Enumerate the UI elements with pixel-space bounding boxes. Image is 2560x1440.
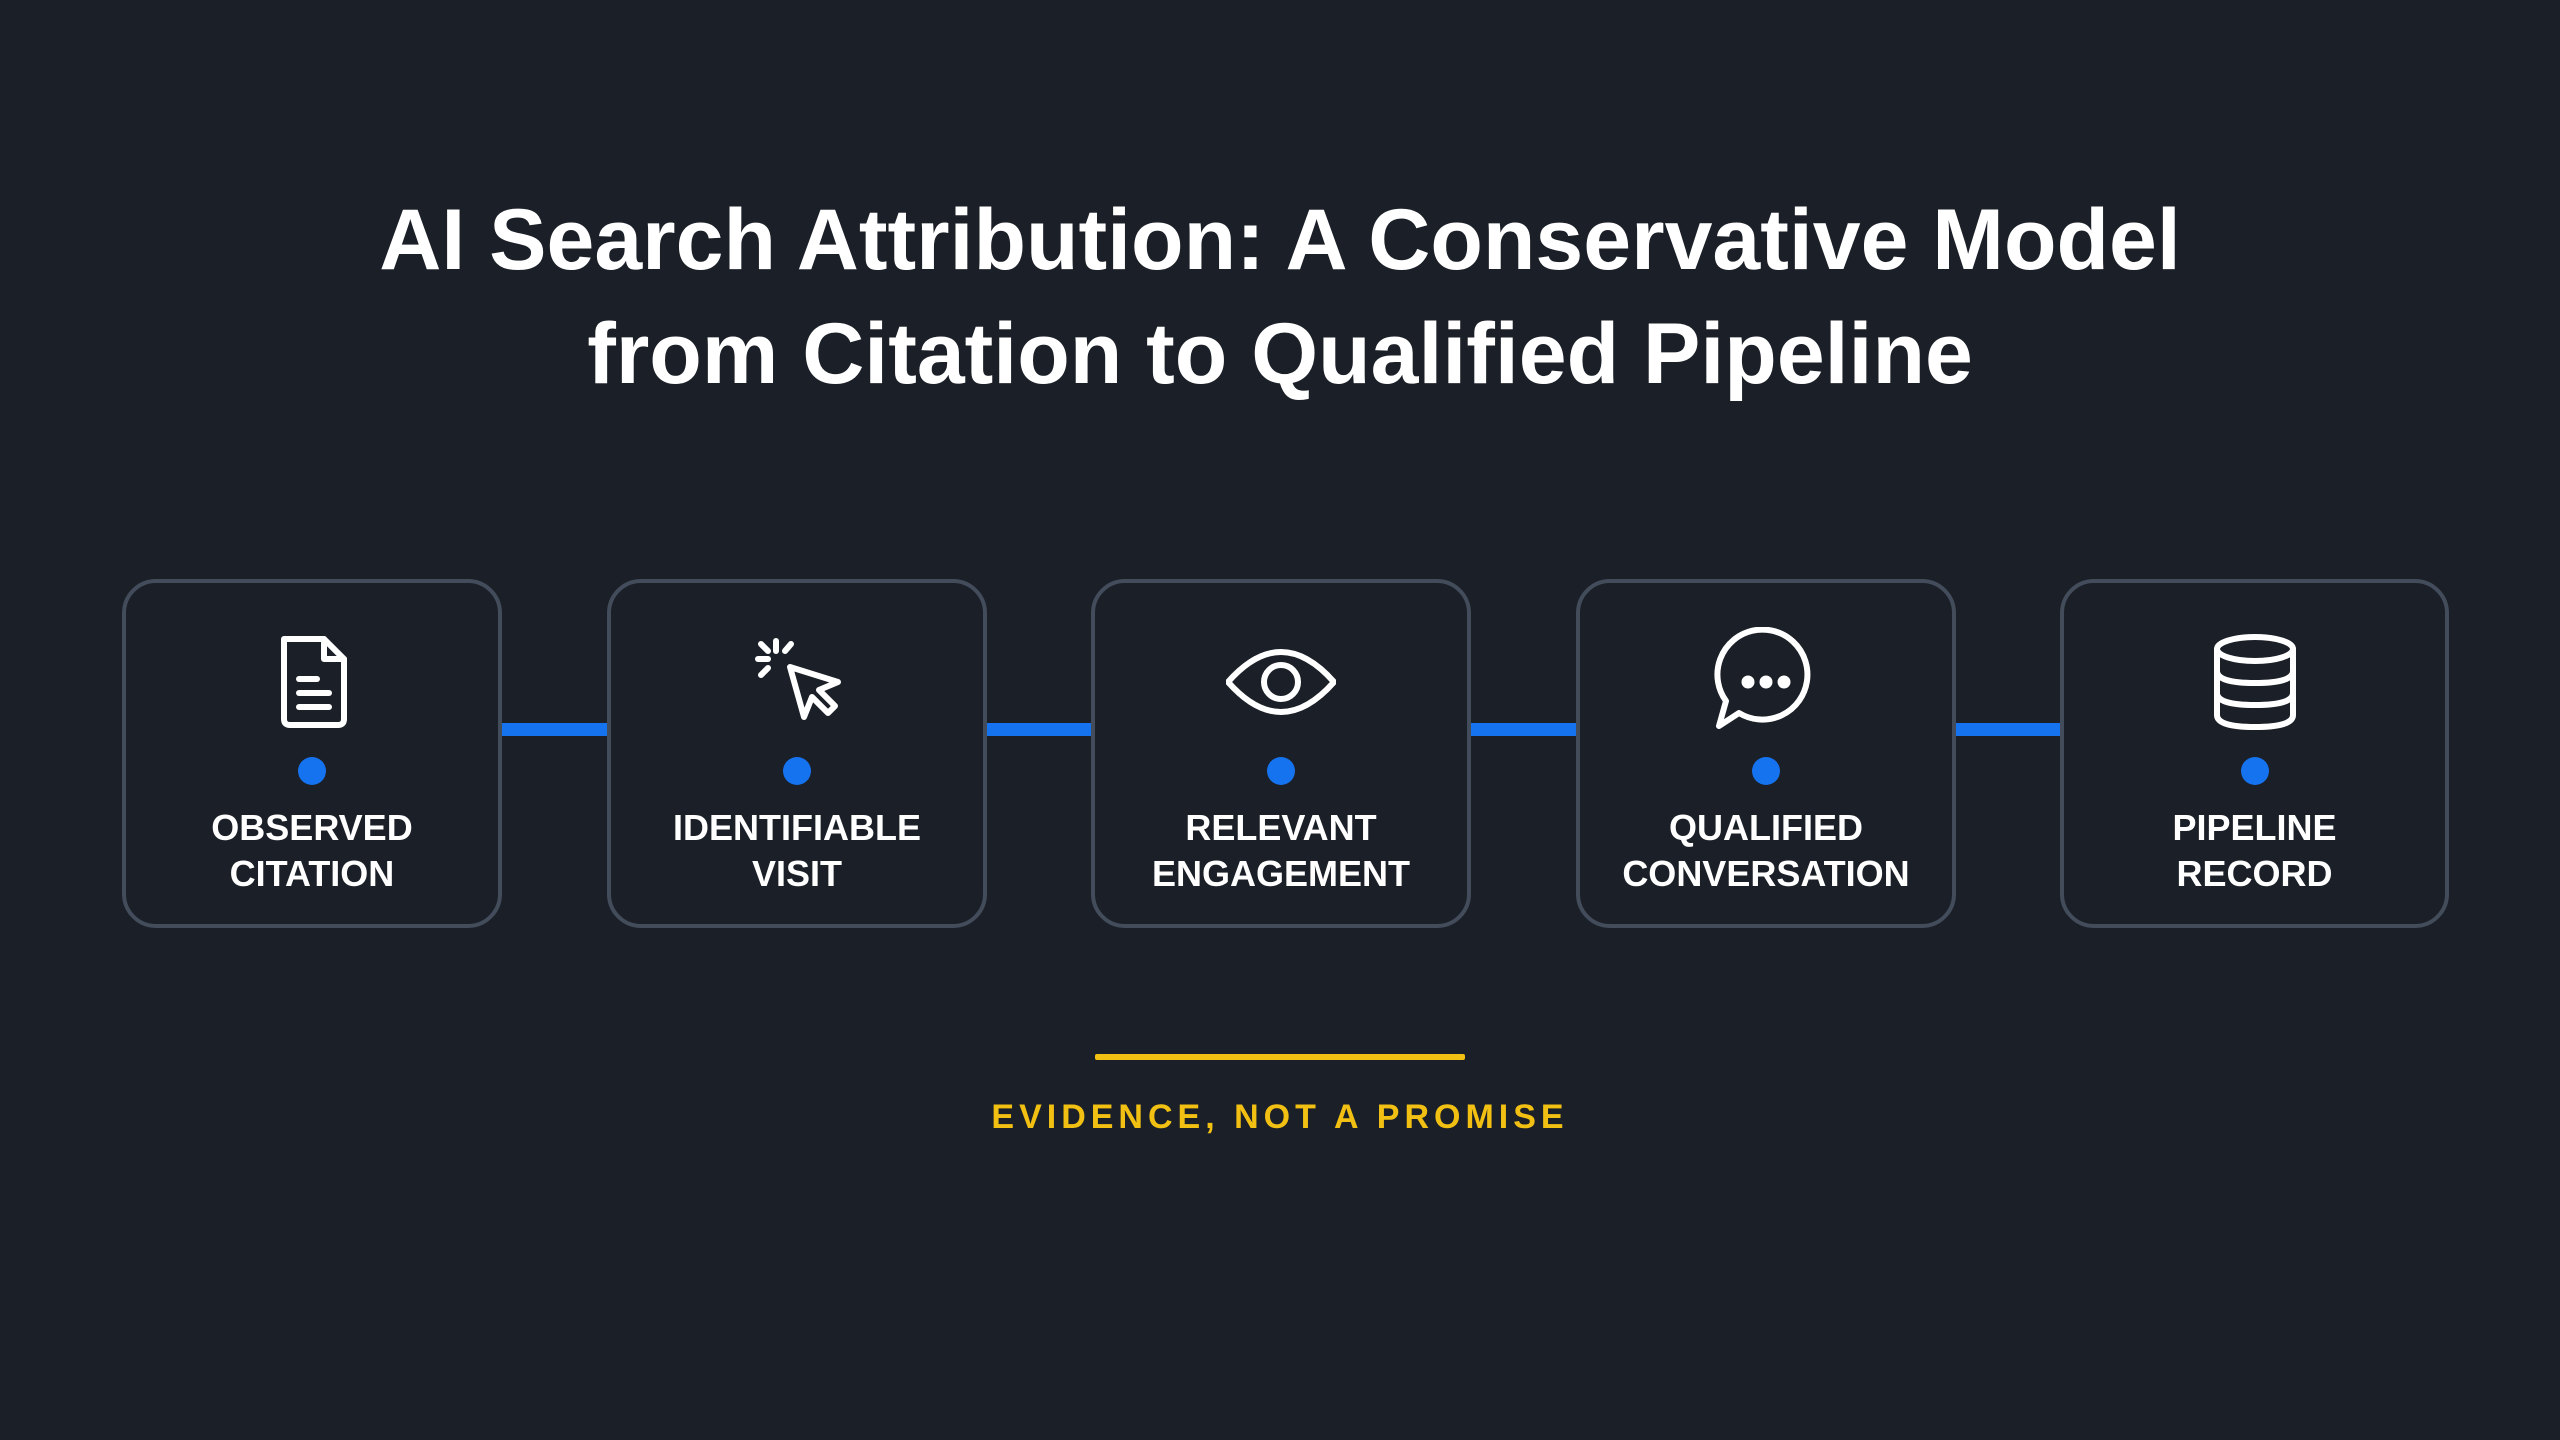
- footer-tagline: EVIDENCE, NOT A PROMISE: [991, 1098, 1569, 1136]
- diagram-title: AI Search Attribution: A Conservative Mo…: [0, 183, 2560, 411]
- stage-observed-citation: OBSERVED CITATION: [122, 579, 502, 928]
- stage-label-line-1: OBSERVED: [211, 807, 413, 848]
- connector-1-2: [500, 723, 610, 736]
- title-line-1: AI Search Attribution: A Conservative Mo…: [379, 192, 2181, 288]
- stage-label-line-1: QUALIFIED: [1669, 807, 1863, 848]
- stage-pipeline-record: PIPELINE RECORD: [2060, 579, 2449, 928]
- title-line-2: from Citation to Qualified Pipeline: [587, 306, 1973, 402]
- stage-label-line-1: PIPELINE: [2172, 807, 2337, 848]
- connector-4-5: [1953, 723, 2063, 736]
- stage-marker-dot: [298, 757, 326, 785]
- stage-identifiable-visit: IDENTIFIABLE VISIT: [607, 579, 987, 928]
- database-icon: [2200, 627, 2310, 737]
- stage-label: RELEVANT ENGAGEMENT: [1095, 805, 1467, 897]
- eye-icon: [1226, 627, 1336, 737]
- stage-marker-dot: [783, 757, 811, 785]
- stage-qualified-conversation: QUALIFIED CONVERSATION: [1576, 579, 1956, 928]
- footer-divider: [1095, 1054, 1465, 1060]
- connector-2-3: [984, 723, 1094, 736]
- connector-3-4: [1468, 723, 1578, 736]
- stage-marker-dot: [1267, 757, 1295, 785]
- stage-label-line-2: RECORD: [2176, 853, 2333, 894]
- stage-label: PIPELINE RECORD: [2064, 805, 2445, 897]
- stage-label: OBSERVED CITATION: [126, 805, 498, 897]
- stage-marker-dot: [2240, 757, 2269, 785]
- stage-marker-dot: [1752, 757, 1780, 785]
- stage-relevant-engagement: RELEVANT ENGAGEMENT: [1091, 579, 1471, 928]
- chat-bubble-icon: [1711, 627, 1821, 737]
- document-icon: [257, 627, 367, 737]
- stage-label-line-1: RELEVANT: [1185, 807, 1377, 848]
- stage-label-line-2: VISIT: [751, 853, 843, 894]
- cursor-click-icon: [742, 627, 852, 737]
- stage-label-line-2: CITATION: [229, 853, 395, 894]
- stage-label: QUALIFIED CONVERSATION: [1580, 805, 1952, 897]
- stage-label-line-2: ENGAGEMENT: [1151, 853, 1410, 894]
- stage-label-line-1: IDENTIFIABLE: [673, 807, 921, 848]
- stage-label: IDENTIFIABLE VISIT: [611, 805, 983, 897]
- stage-label-line-2: CONVERSATION: [1622, 853, 1910, 894]
